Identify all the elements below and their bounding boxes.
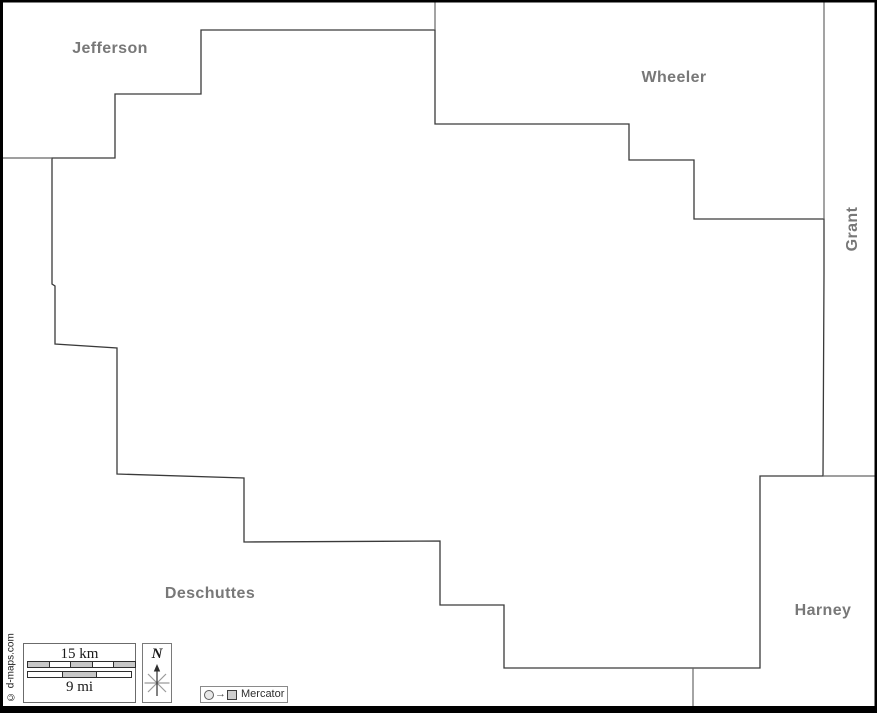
map-frame-border [874,0,877,713]
scale-mi-label: 9 mi [65,679,94,695]
scale-bar-segment [61,672,97,677]
scale-km-label: 15 km [60,646,99,662]
scale-bar-segment [70,662,92,667]
compass: N [142,643,172,703]
scale-bar-segment [28,672,62,677]
compass-star-icon [144,664,170,696]
projected-square-icon [227,689,237,700]
scale-bar-segment [48,662,71,667]
scale-bar-segment [113,662,135,667]
scale-bar-segment [28,662,49,667]
projection-arrow-icon: → [215,688,226,700]
projection-label: Mercator [241,688,285,700]
scale-bar-segment [91,662,114,667]
scale-mi-bar [27,671,132,678]
copyright-text: © d-maps.com [5,633,17,702]
projection-legend: → Mercator [200,686,288,703]
scale-bar-segment [96,672,132,677]
compass-north-label: N [151,646,163,662]
scale-bar: 15 km 9 mi [23,643,136,703]
map-frame-border [0,0,877,3]
county-outline [51,29,825,669]
globe-circle-icon [204,689,214,700]
map-frame-border [0,706,877,713]
scale-km-bar [27,661,136,668]
map-frame-border [0,0,3,713]
